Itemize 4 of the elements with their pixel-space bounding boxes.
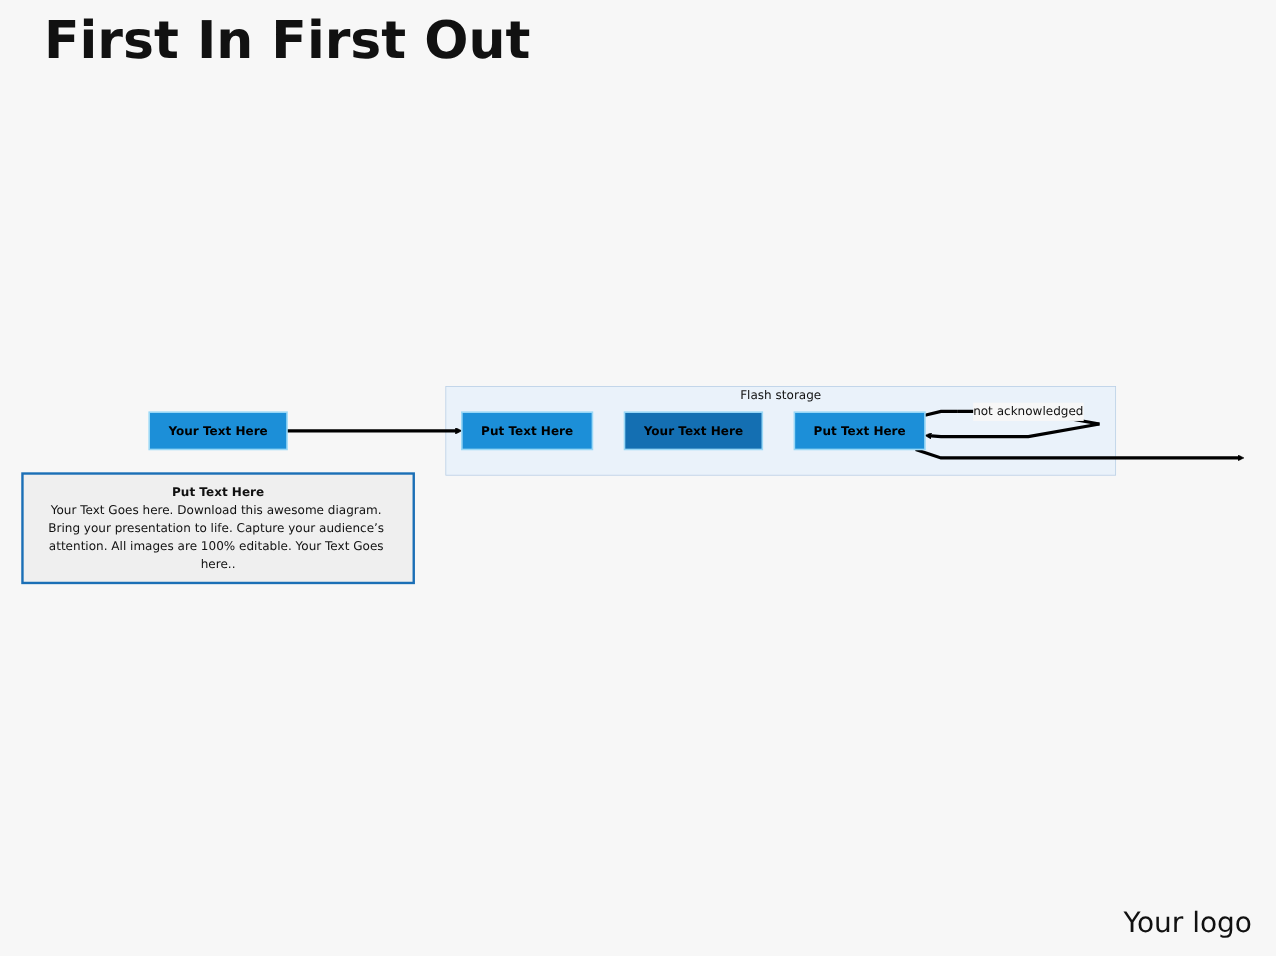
arrow [287,426,463,434]
footer-note: Your logo [1123,908,1252,940]
arrow [915,447,1245,461]
diagram-title: First In First Out [44,12,531,72]
